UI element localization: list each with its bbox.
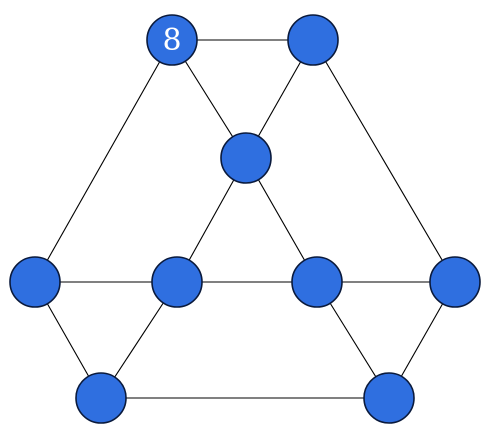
node-layer: 8 — [9, 14, 481, 424]
edge-n2-n7 — [312, 39, 456, 283]
node-circle — [429, 256, 481, 308]
edge-layer — [34, 39, 456, 399]
node-n3 — [220, 132, 272, 184]
node-circle — [291, 256, 343, 308]
node-circle — [75, 372, 127, 424]
node-n9 — [363, 372, 415, 424]
node-circle — [9, 256, 61, 308]
node-n2 — [287, 14, 339, 66]
node-label: 8 — [162, 23, 181, 58]
node-circle — [287, 14, 339, 66]
node-circle — [151, 256, 203, 308]
edge-n1-n4 — [34, 39, 173, 283]
node-n5 — [151, 256, 203, 308]
node-circle — [220, 132, 272, 184]
node-n7 — [429, 256, 481, 308]
node-n6 — [291, 256, 343, 308]
node-circle — [146, 14, 198, 66]
node-n4 — [9, 256, 61, 308]
node-n8 — [75, 372, 127, 424]
node-circle — [363, 372, 415, 424]
node-n1: 8 — [146, 14, 198, 66]
